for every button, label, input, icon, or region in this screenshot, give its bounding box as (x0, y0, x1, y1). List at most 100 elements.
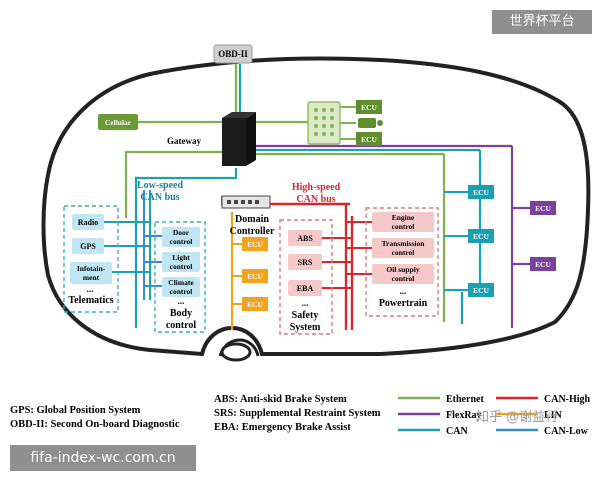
def-eba: EBA: Emergency Brake Assist (214, 422, 351, 433)
legend-ethernet-label: Ethernet (446, 394, 484, 405)
car-outline (41, 56, 591, 357)
lin-ecu-2-label: ECU (247, 272, 263, 281)
abs-box (288, 230, 322, 246)
srs-box (288, 254, 322, 270)
telematics-group (63, 205, 119, 313)
body-title-1: Body (170, 308, 192, 319)
watermark-bottom-left: fifa-index-wc.com.cn (10, 445, 196, 471)
flexray-ecu-2-label: ECU (535, 260, 551, 269)
legend-can-low-label: CAN-Low (544, 426, 589, 437)
legend-can-high-label: CAN-High (544, 394, 591, 405)
body-group (154, 221, 206, 333)
radio-label: Radio (78, 218, 98, 227)
oil-label-2: control (392, 274, 415, 283)
oil-label-1: Oil supply (386, 265, 419, 274)
watermark-top-right: 世界杯平台 (492, 10, 592, 34)
oil-box (372, 264, 434, 284)
engine-box (372, 212, 434, 232)
low-speed-label-2: CAN bus (140, 192, 179, 203)
def-obd: OBD-II: Second On-board Diagnostic (10, 419, 180, 430)
transmission-label-2: control (392, 248, 415, 257)
domain-controller-label-1: Domain (235, 214, 269, 225)
low-speed-label-1: Low-speed (137, 180, 184, 191)
gateway-label: Gateway (167, 136, 201, 146)
cellular-box (98, 114, 138, 130)
eth-ecu-3 (356, 132, 382, 146)
can-ecu-2 (468, 229, 494, 243)
obd-label: OBD-II (218, 49, 248, 59)
door-box (162, 227, 200, 247)
safety-title-1: Safety (292, 310, 319, 321)
legend: Ethernet FlexRay CAN CAN-High LIN CAN-Lo… (398, 394, 591, 437)
obd-box (213, 44, 253, 64)
abs-label: ABS (297, 234, 313, 243)
lin-ecu-3-label: ECU (247, 300, 263, 309)
powertrain-title: Powertrain (379, 298, 428, 309)
door-label-2: control (170, 237, 193, 246)
body-title-2: control (166, 320, 197, 331)
srs-label: SRS (298, 258, 313, 267)
lin-ecu-1 (242, 237, 268, 251)
engine-label-2: control (392, 222, 415, 231)
domain-controller-device (221, 195, 271, 209)
climate-label-1: Climate (168, 278, 194, 287)
can-ecu-1 (468, 185, 494, 199)
climate-label-2: control (170, 287, 193, 296)
eba-box (288, 280, 322, 296)
infotainment-label-1: Infotain- (77, 264, 106, 273)
legend-lin-label: LIN (544, 410, 563, 421)
engine-label-1: Engine (392, 213, 415, 222)
radio-box (72, 214, 104, 230)
transmission-label-1: Transmission (382, 239, 426, 248)
gps-label: GPS (80, 242, 96, 251)
powertrain-dots: ... (400, 286, 407, 296)
gps-box (72, 238, 104, 254)
telematics-dots: ... (87, 284, 94, 294)
legend-can-label: CAN (446, 426, 468, 437)
high-speed-label-1: High-speed (292, 182, 341, 193)
legend-flexray-label: FlexRay (446, 410, 482, 421)
def-abs: ABS: Anti-skid Brake System (214, 394, 347, 405)
ethernet-switch (307, 101, 341, 145)
low-speed-can-wire (134, 168, 238, 328)
ethernet-left-wire (124, 150, 222, 218)
light-label-1: Light (172, 253, 190, 262)
lin-ecu-1-label: ECU (247, 240, 263, 249)
def-srs: SRS: Supplemental Restraint System (214, 408, 381, 419)
climate-box (162, 277, 200, 297)
can-ecu-3 (468, 283, 494, 297)
eth-ecu-1 (356, 100, 382, 114)
eba-label: EBA (297, 284, 314, 293)
safety-dots: ... (302, 298, 309, 308)
def-gps: GPS: Global Position System (10, 405, 141, 416)
can-ecu-3-label: ECU (473, 286, 489, 295)
domain-controller-label-2: Controller (230, 226, 275, 237)
eth-ecu-1-label: ECU (361, 103, 377, 112)
telematics-title: Telematics (68, 295, 113, 306)
lin-ecu-2 (242, 269, 268, 283)
flexray-ecu-2 (530, 257, 556, 271)
flexray-ecu-1 (530, 201, 556, 215)
eth-ecu-3-label: ECU (361, 135, 377, 144)
flexray-ecu-1-label: ECU (535, 204, 551, 213)
watermark-bottom-right: 知乎 @谢益行 (476, 410, 559, 425)
eth-camera (358, 118, 376, 128)
powertrain-group (365, 207, 439, 317)
door-label-1: Door (173, 228, 190, 237)
light-box (162, 252, 200, 272)
high-speed-label-2: CAN bus (296, 194, 335, 205)
infotainment-box (70, 262, 112, 284)
gateway-device (222, 112, 256, 166)
lin-ecu-3 (242, 297, 268, 311)
body-dots: ... (178, 296, 185, 306)
safety-title-2: System (290, 322, 321, 333)
cellular-label: Cellular (105, 118, 132, 127)
car-mirror (220, 342, 252, 362)
can-ecu-2-label: ECU (473, 232, 489, 241)
infotainment-label-2: ment (83, 273, 100, 282)
camera-lens-icon (377, 120, 383, 126)
can-ecu-1-label: ECU (473, 188, 489, 197)
safety-group (279, 219, 333, 335)
